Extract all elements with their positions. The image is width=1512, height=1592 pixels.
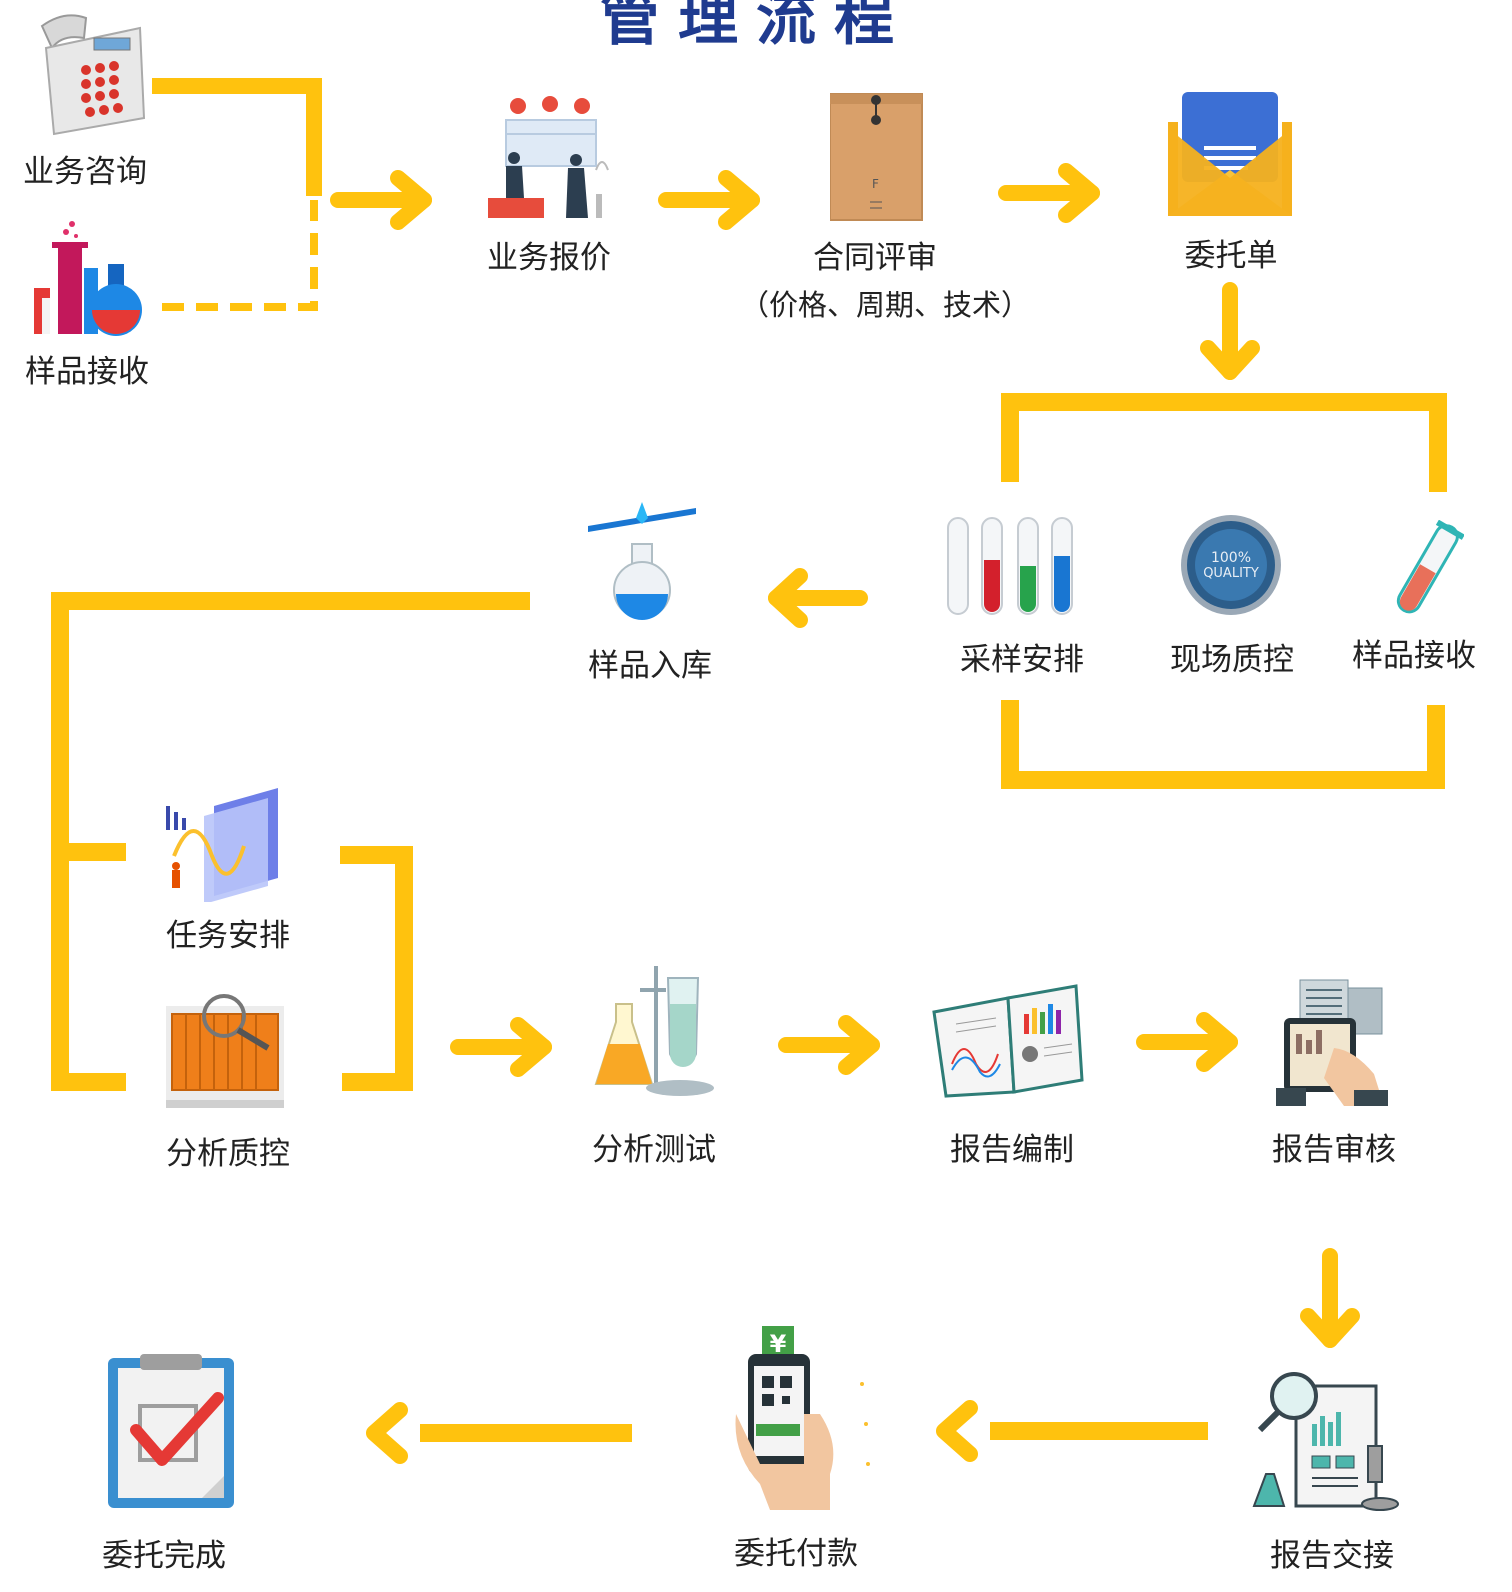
svg-text:F: F	[872, 177, 879, 191]
lab-bottles-icon	[34, 221, 142, 336]
node-analysis-qc: 分析质控	[166, 1136, 290, 1172]
node-analysis-test: 分析测试	[592, 1132, 716, 1168]
node-report-handover: 报告交接	[1270, 1538, 1394, 1574]
test-tubes-icon	[947, 517, 1073, 615]
node-commission-complete: 委托完成	[102, 1538, 226, 1574]
arrow-review-down	[1300, 1248, 1360, 1348]
arrow-form-down	[1200, 282, 1260, 380]
arrow-report-review	[1136, 1012, 1238, 1072]
phone-icon	[40, 14, 146, 136]
task-chart-icon	[166, 788, 278, 902]
arrow-task-analysis	[450, 1017, 552, 1077]
mail-envelope-icon	[1168, 92, 1292, 216]
bracket-left-main	[51, 592, 530, 1091]
node-sample-receive-1: 样品接收	[25, 354, 149, 390]
page-title: 管理流程	[600, 0, 912, 54]
arrow-analysis-report	[778, 1015, 880, 1075]
bracket-sampling-top	[1001, 393, 1447, 492]
arrow-to-storage	[768, 568, 868, 628]
bracket-sampling-bottom	[1001, 700, 1445, 789]
lab-flasks-icon	[594, 966, 714, 1096]
yuan-symbol: ¥	[770, 1330, 787, 1358]
node-contract-review-sub: （价格、周期、技术）	[739, 288, 1030, 322]
contract-envelope-icon: F	[830, 93, 923, 221]
clipboard-check-icon	[108, 1354, 234, 1508]
node-sampling-plan: 采样安排	[960, 642, 1084, 678]
arrow-contract-form	[998, 163, 1100, 223]
arrow-quote-contract	[658, 170, 760, 230]
node-field-qc: 现场质控	[1170, 642, 1294, 678]
node-sample-receive-2: 样品接收	[1352, 638, 1476, 674]
node-sample-storage: 样品入库	[588, 648, 712, 684]
business-quote-icon	[488, 96, 609, 218]
flask-storage-icon	[588, 502, 696, 620]
bracket-task-right	[340, 846, 413, 1091]
node-contract-review: 合同评审	[813, 240, 937, 276]
node-task-plan: 任务安排	[166, 918, 290, 954]
bracket-consult	[152, 78, 322, 196]
node-report-compile: 报告编制	[950, 1132, 1074, 1168]
quality-badge-icon: 100% QUALITY	[1181, 515, 1281, 615]
arrow-consult-quote	[330, 170, 432, 230]
folders-magnifier-icon	[166, 994, 284, 1108]
node-commission-payment: 委托付款	[734, 1536, 858, 1572]
node-quote: 业务报价	[487, 240, 611, 276]
report-book-icon	[932, 984, 1084, 1098]
node-report-review: 报告审核	[1272, 1132, 1396, 1168]
node-consult: 业务咨询	[23, 154, 147, 190]
report-review-icon	[1276, 979, 1388, 1106]
mobile-payment-icon: ¥	[735, 1326, 870, 1510]
arrowhead-to-payment	[936, 1400, 978, 1462]
report-handover-icon	[1252, 1372, 1399, 1511]
sample-tube-icon	[1396, 520, 1464, 614]
quality-badge-text-2: QUALITY	[1203, 566, 1259, 581]
bracket-sample-dashed	[162, 200, 318, 311]
node-commission-form: 委托单	[1184, 238, 1278, 274]
arrowhead-to-complete	[366, 1402, 408, 1464]
quality-badge-text-1: 100%	[1211, 550, 1251, 566]
